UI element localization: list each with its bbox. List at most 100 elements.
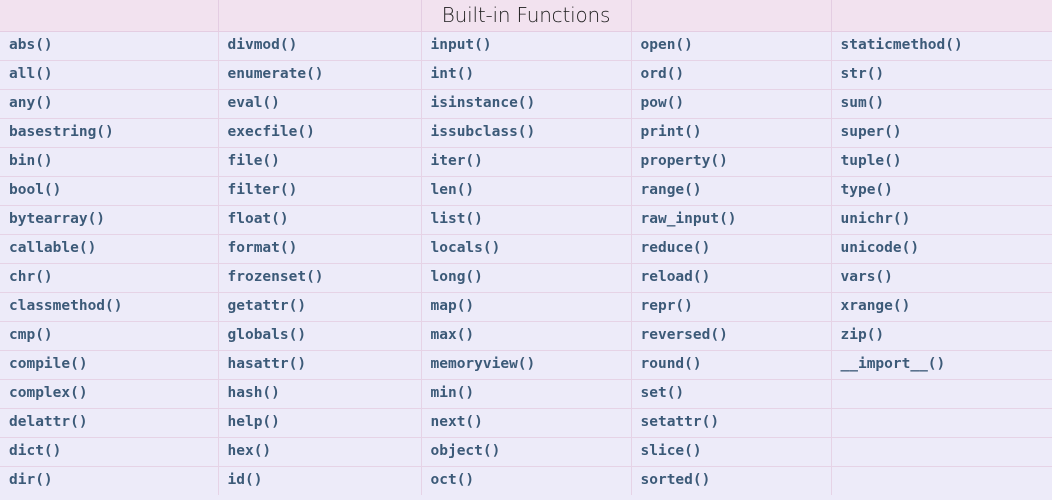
header-cell-title: Built-in Functions (420, 0, 632, 32)
function-cell: reversed() (630, 320, 832, 351)
function-cell: classmethod() (0, 291, 219, 322)
function-name: dict() (9, 443, 62, 459)
function-name: memoryview() (430, 356, 536, 372)
function-name: globals() (227, 327, 307, 343)
function-cell: hex() (217, 436, 422, 467)
function-cell: min() (420, 378, 632, 409)
function-name: frozenset() (227, 269, 324, 285)
table-row: bool()filter()len()range()type() (0, 175, 1052, 206)
table-header: Built-in Functions (0, 0, 1052, 32)
function-cell: set() (630, 378, 832, 409)
function-name: super() (840, 124, 902, 140)
function-cell: super() (830, 117, 1052, 148)
function-cell: frozenset() (217, 262, 422, 293)
function-name: long() (430, 269, 483, 285)
function-cell: chr() (0, 262, 219, 293)
function-cell: all() (0, 59, 219, 90)
table-row: chr()frozenset()long()reload()vars() (0, 262, 1052, 293)
function-cell: max() (420, 320, 632, 351)
function-cell: dict() (0, 436, 219, 467)
function-name: eval() (227, 95, 280, 111)
function-name: isinstance() (430, 95, 536, 111)
function-cell: ord() (630, 59, 832, 90)
function-cell: type() (830, 175, 1052, 206)
function-name: input() (430, 37, 492, 53)
header-row: Built-in Functions (0, 0, 1052, 32)
function-cell: long() (420, 262, 632, 293)
function-cell: isinstance() (420, 88, 632, 119)
function-name: pow() (640, 95, 685, 111)
function-name: staticmethod() (840, 37, 963, 53)
function-name: xrange() (840, 298, 911, 314)
function-cell: locals() (420, 233, 632, 264)
function-cell: callable() (0, 233, 219, 264)
function-cell: open() (630, 30, 832, 61)
function-cell: hasattr() (217, 349, 422, 380)
function-name: slice() (640, 443, 702, 459)
function-cell: oct() (420, 465, 632, 495)
function-name: issubclass() (430, 124, 536, 140)
header-cell-5 (830, 0, 1052, 32)
function-name: bool() (9, 182, 62, 198)
function-cell: iter() (420, 146, 632, 177)
function-name: set() (640, 385, 685, 401)
function-name: getattr() (227, 298, 307, 314)
function-cell: format() (217, 233, 422, 264)
function-name: hex() (227, 443, 272, 459)
function-cell: execfile() (217, 117, 422, 148)
function-name: setattr() (640, 414, 720, 430)
function-cell: object() (420, 436, 632, 467)
function-cell: dir() (0, 465, 219, 495)
function-name: repr() (640, 298, 693, 314)
function-name: complex() (9, 385, 88, 401)
function-name: vars() (840, 269, 893, 285)
empty-cell (830, 436, 1052, 467)
function-cell: float() (217, 204, 422, 235)
page-title: Built-in Functions (441, 2, 611, 27)
table-row: abs() divmod() input() open() staticmethod() (0, 30, 1052, 61)
function-cell: next() (420, 407, 632, 438)
function-name: basestring() (9, 124, 114, 140)
function-cell: __import__() (830, 349, 1052, 380)
function-cell: complex() (0, 378, 219, 409)
empty-cell (830, 465, 1052, 495)
function-cell: list() (420, 204, 632, 235)
function-cell: reduce() (630, 233, 832, 264)
function-name: any() (9, 95, 53, 111)
function-name: round() (640, 356, 702, 372)
function-cell: issubclass() (420, 117, 632, 148)
function-cell: sum() (830, 88, 1052, 119)
function-name: next() (430, 414, 483, 430)
function-name: max() (430, 327, 475, 343)
function-name: cmp() (9, 327, 53, 343)
table-row: complex()hash()min()set() (0, 378, 1052, 409)
function-name: sum() (840, 95, 885, 111)
empty-cell (830, 378, 1052, 409)
function-name: classmethod() (9, 298, 123, 314)
function-name: tuple() (840, 153, 902, 169)
function-name: unicode() (840, 240, 920, 256)
function-cell: cmp() (0, 320, 219, 351)
function-cell: bin() (0, 146, 219, 177)
function-name: reversed() (640, 327, 728, 343)
function-cell: divmod() (217, 30, 422, 61)
function-name: abs() (9, 37, 53, 53)
function-name: range() (640, 182, 702, 198)
function-cell: bytearray() (0, 204, 219, 235)
function-cell: sorted() (630, 465, 832, 495)
table-row: bin()file()iter()property()tuple() (0, 146, 1052, 177)
function-name: delattr() (9, 414, 88, 430)
function-name: divmod() (227, 37, 298, 53)
function-cell: staticmethod() (830, 30, 1052, 61)
function-name: filter() (227, 182, 298, 198)
function-cell: print() (630, 117, 832, 148)
table-row: classmethod()getattr()map()repr()xrange(… (0, 291, 1052, 322)
function-cell: id() (217, 465, 422, 495)
function-name: unichr() (840, 211, 911, 227)
function-cell: globals() (217, 320, 422, 351)
function-name: int() (430, 66, 475, 82)
table-row: compile()hasattr()memoryview()round()__i… (0, 349, 1052, 380)
function-name: type() (840, 182, 893, 198)
